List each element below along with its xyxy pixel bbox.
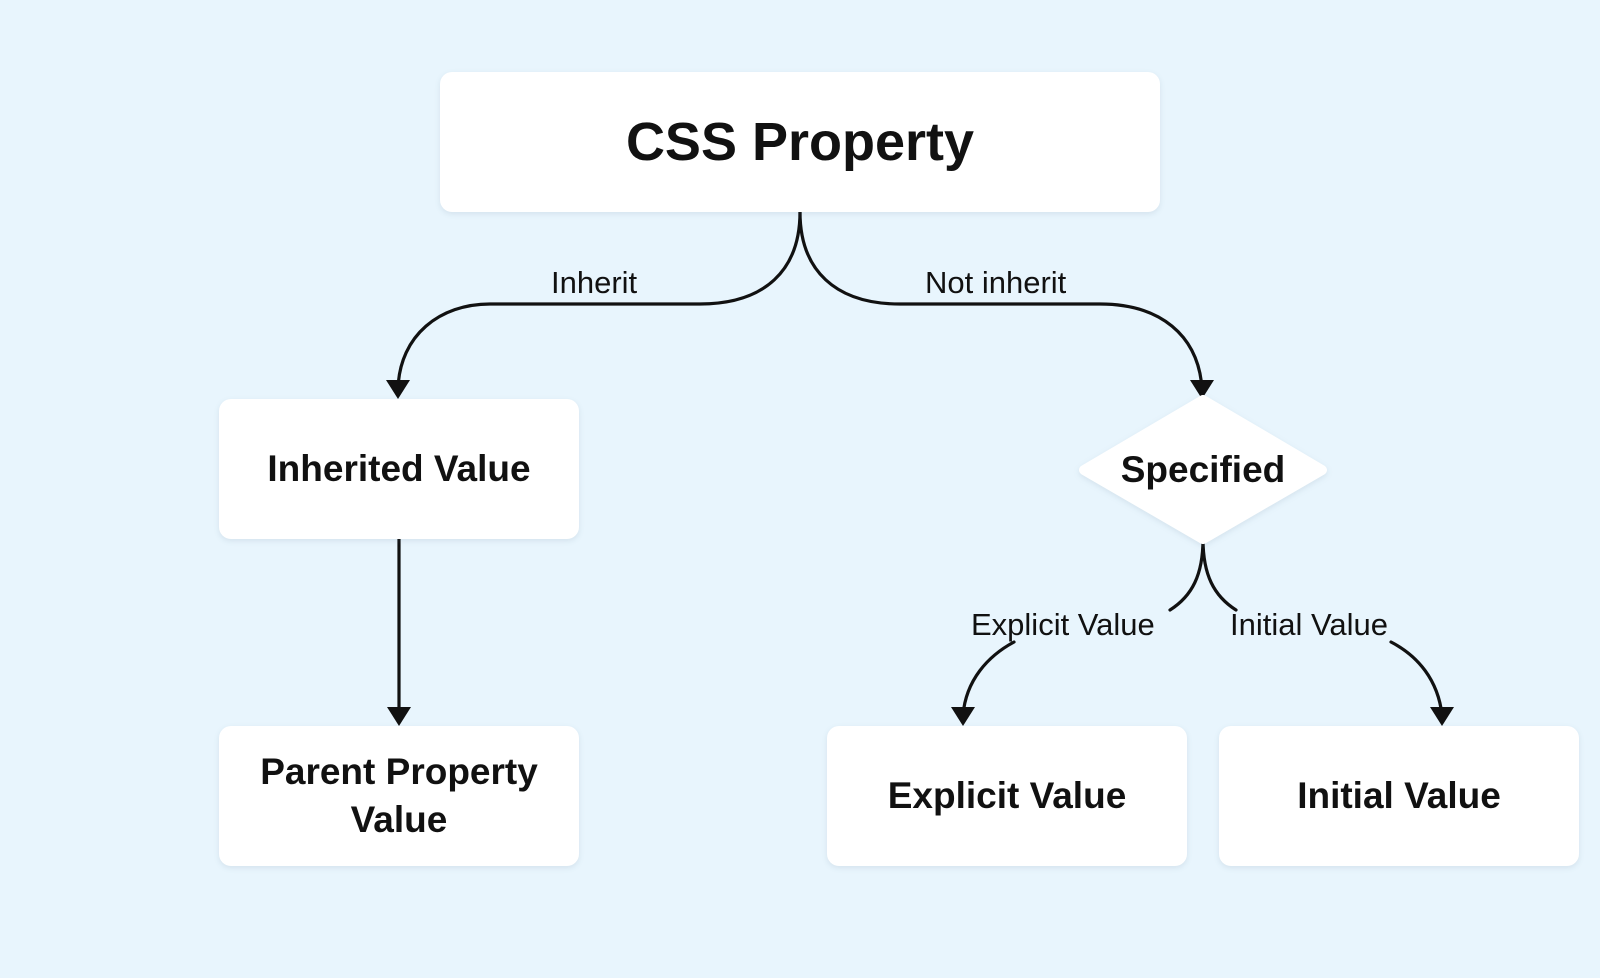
node-css-property: CSS Property — [440, 72, 1160, 212]
node-explicit-value: Explicit Value — [827, 726, 1187, 866]
edge-label-not-inherit: Not inherit — [925, 265, 1067, 300]
edge-specified-to-initial — [1201, 537, 1238, 612]
edge-label-inherit: Inherit — [551, 265, 638, 300]
edge-specified-to-explicit-lower — [961, 640, 1016, 717]
arrow-head-inherited — [386, 380, 410, 399]
arrow-head-parent — [387, 707, 411, 726]
node-parent-property-value-label: Parent Property Value — [260, 751, 538, 840]
edge-label-initial-value: Initial Value — [1230, 607, 1388, 642]
node-initial-value-label: Initial Value — [1297, 775, 1501, 816]
node-css-property-label: CSS Property — [625, 112, 975, 172]
arrow-head-initial — [1430, 707, 1454, 726]
edge-specified-to-explicit — [1168, 537, 1205, 612]
arrow-head-specified — [1190, 380, 1214, 399]
edge-label-explicit-value: Explicit Value — [971, 607, 1155, 642]
arrow-head-explicit — [951, 707, 975, 726]
node-specified: Specified — [1085, 400, 1321, 539]
node-inherited-value: Inherited Value — [219, 399, 579, 539]
node-parent-property-value: Parent Property Value — [219, 726, 579, 866]
edge-root-to-specified — [798, 210, 1204, 390]
node-explicit-value-label: Explicit Value — [887, 775, 1127, 816]
node-initial-value: Initial Value — [1219, 726, 1579, 866]
edge-specified-to-initial-lower — [1389, 640, 1444, 717]
edge-root-to-inherited — [396, 210, 802, 390]
specified-diamond-shape — [1079, 395, 1327, 544]
node-specified-label: Specified — [1120, 448, 1286, 490]
node-inherited-value-label: Inherited Value — [267, 448, 531, 489]
